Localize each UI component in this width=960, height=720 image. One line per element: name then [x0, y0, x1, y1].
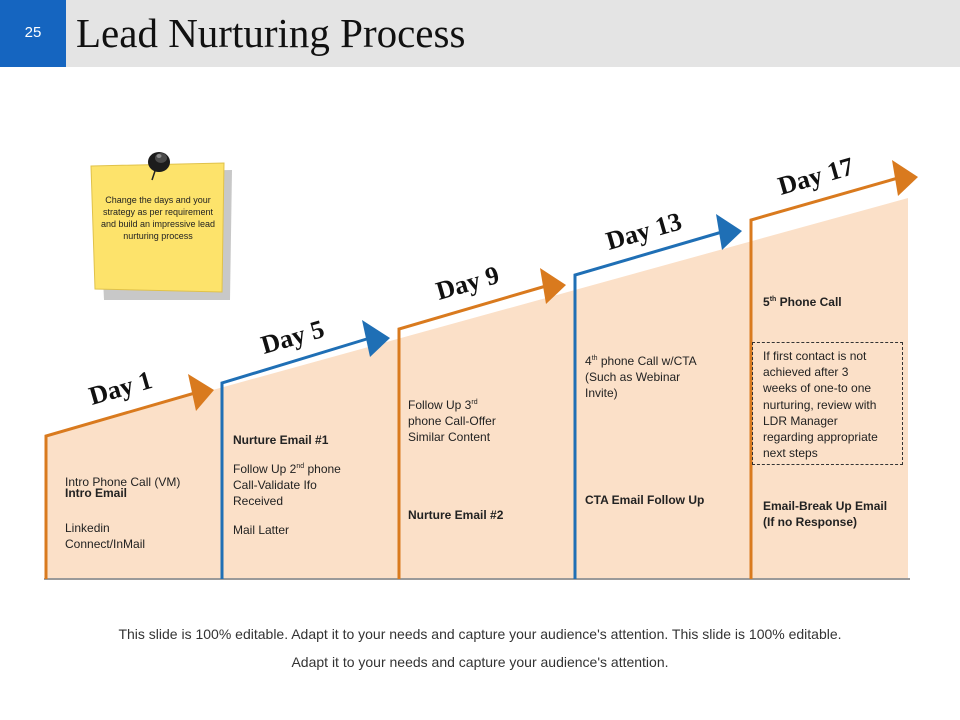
fourth-phone-call-text: 4th phone Call w/CTA	[585, 353, 697, 369]
phone-call-offer-text: phone Call-Offer	[408, 414, 496, 428]
arrowhead-day13	[716, 214, 742, 250]
day-label-9: Day 9	[433, 260, 503, 306]
pushpin-icon	[148, 152, 170, 181]
escalation-line-4: nurturing, review with	[763, 398, 877, 412]
arrowhead-day5	[362, 320, 390, 357]
follow-up-3rd-a: Follow Up 3	[408, 398, 472, 412]
follow-up-3rd-text: Follow Up 3rd	[408, 397, 478, 413]
arrowhead-day1	[188, 374, 214, 411]
step-line-day1	[44, 391, 196, 579]
linkedin-connect-text: Connect/InMail	[65, 537, 146, 551]
similar-content-text: Similar Content	[408, 430, 491, 444]
intro-email-text: Intro Email	[65, 486, 128, 500]
received-text: Received	[233, 494, 284, 508]
escalation-line-3: weeks of one-to one	[763, 381, 872, 395]
step-line-day9	[397, 284, 547, 579]
escalation-line-7: next steps	[763, 446, 818, 460]
follow-up-3rd-sup: rd	[471, 399, 478, 406]
fifth-phone-call-text: 5th Phone Call	[763, 294, 842, 310]
escalation-line-5: LDR Manager	[763, 414, 838, 428]
arrowhead-day17	[892, 160, 918, 196]
nurture-email-1-text: Nurture Email #1	[233, 433, 329, 447]
intro-phone-call-text: Intro Phone Call (VM)	[65, 475, 181, 489]
fifth-call-a: 5	[763, 295, 770, 309]
day-label-13: Day 13	[603, 207, 685, 256]
follow-up-2nd-a: Follow Up 2	[233, 462, 297, 476]
step-line-day17	[749, 176, 899, 579]
escalation-line-6: regarding appropriate	[763, 430, 878, 444]
nurture-email-2-text: Nurture Email #2	[408, 508, 504, 522]
escalation-line-1: If first contact is not	[763, 349, 867, 363]
slide-number: 25	[24, 24, 42, 41]
day-label-1: Day 1	[86, 365, 156, 411]
fifth-call-sup: th	[769, 296, 777, 303]
rising-background	[46, 198, 908, 579]
step-line-day13	[573, 230, 723, 579]
invite-text: Invite)	[585, 386, 618, 400]
call-validate-text: Call-Validate Ifo	[233, 478, 317, 492]
header-bar	[0, 0, 960, 67]
sticky-note-paper	[90, 162, 225, 293]
page-title: Lead Nurturing Process	[76, 10, 466, 56]
break-up-email-text: Email-Break Up Email	[763, 499, 888, 513]
fifth-call-b: Phone Call	[776, 295, 842, 309]
follow-up-2nd-sup: nd	[296, 463, 305, 470]
footer-line-2: Adapt it to your needs and capture your …	[291, 654, 669, 670]
such-as-webinar-text: (Such as Webinar	[585, 370, 681, 384]
escalation-line-2: achieved after 3	[763, 365, 849, 379]
arrowhead-day9	[540, 268, 566, 304]
follow-up-2nd-b: phone	[304, 462, 341, 476]
cta-email-follow-up-text: CTA Email Follow Up	[585, 493, 705, 507]
follow-up-2nd-text: Follow Up 2nd phone	[233, 461, 341, 477]
fourth-call-a: 4	[585, 354, 592, 368]
sticky-note	[90, 152, 232, 300]
footer-line-1: This slide is 100% editable. Adapt it to…	[118, 626, 842, 642]
no-response-text: (If no Response)	[763, 515, 858, 529]
fourth-call-sup: th	[591, 355, 598, 362]
slide-number-box: 25	[0, 0, 66, 67]
step-line-day5	[220, 336, 371, 579]
escalation-note-box	[752, 342, 903, 465]
sticky-note-text: Change the days and your strategy as per…	[100, 195, 216, 241]
mail-latter-text: Mail Latter	[233, 523, 290, 537]
fourth-call-b: phone Call w/CTA	[597, 354, 697, 368]
linkedin-text: Linkedin	[65, 521, 110, 535]
